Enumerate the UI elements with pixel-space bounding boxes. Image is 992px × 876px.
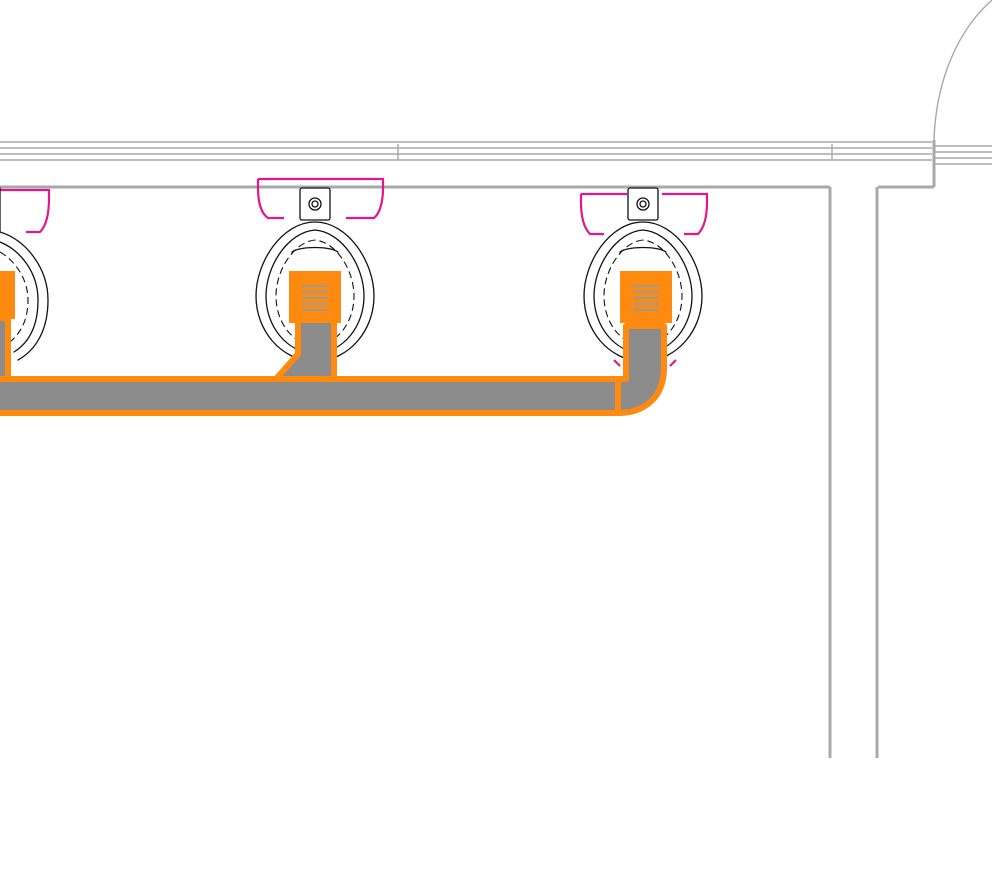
urinal-icon bbox=[0, 187, 49, 361]
wall-outlet-icon bbox=[633, 285, 659, 311]
wall-outlet-icon bbox=[302, 285, 328, 311]
waste-pipe bbox=[0, 271, 672, 416]
partition-screens bbox=[0, 177, 709, 367]
wall-lines bbox=[0, 0, 992, 758]
